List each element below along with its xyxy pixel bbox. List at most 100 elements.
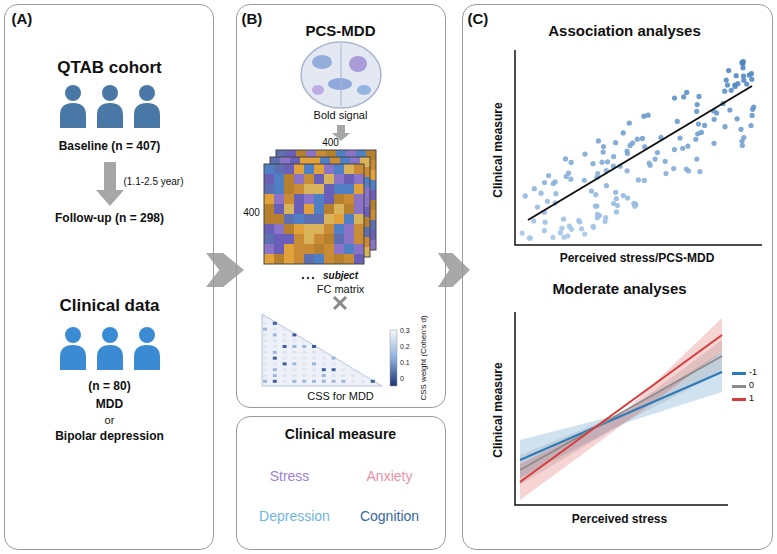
- moderation-line: [520, 372, 722, 460]
- person-icon: [134, 327, 160, 370]
- scatter-point: [677, 136, 682, 141]
- scatter-point: [653, 157, 658, 162]
- matrix-cell: [264, 164, 274, 174]
- scatter-point: [559, 226, 564, 231]
- matrix-cell: [324, 164, 334, 174]
- css-cell: [292, 374, 296, 377]
- css-cell: [263, 345, 267, 348]
- tick-label: 0.3: [400, 327, 410, 335]
- css-cell: [273, 357, 277, 360]
- flow-arrow: [206, 253, 244, 287]
- panel-heading: (C): [468, 10, 508, 27]
- matrix-cell: [294, 184, 304, 194]
- matrix-cell: [314, 194, 324, 204]
- label-text: Anxiety: [345, 468, 435, 484]
- scatter-point: [591, 225, 596, 230]
- scatter-point: [750, 113, 755, 118]
- matrix-cell: [314, 174, 324, 184]
- css-cell: [332, 374, 336, 377]
- scatter-point: [603, 219, 608, 224]
- css-cell: [283, 380, 287, 383]
- legend-text: -1: [749, 367, 757, 377]
- scatter-point: [531, 218, 536, 223]
- dot: [302, 277, 304, 279]
- css-cell: [292, 357, 296, 360]
- scatter-point: [611, 154, 616, 159]
- matrix-cell: [314, 184, 324, 194]
- brain-region: [328, 78, 352, 90]
- brain-region: [312, 85, 324, 95]
- scatter-point: [520, 231, 525, 236]
- css-cell: [322, 351, 326, 354]
- scatter-point: [532, 186, 537, 191]
- scatter-point: [684, 166, 689, 171]
- clinical-icons: [60, 327, 160, 370]
- matrix-cell: [274, 224, 284, 234]
- scatter-point: [727, 107, 732, 112]
- css-cell: [283, 357, 287, 360]
- matrix-cell: [344, 204, 354, 214]
- css-cell: [263, 351, 267, 354]
- css-cell: [312, 380, 316, 383]
- css-cell: [263, 380, 267, 383]
- css-cell: [341, 374, 345, 377]
- matrix-cell: [284, 164, 294, 174]
- panel-box: (C)Association analysesClinical measureP…: [462, 4, 773, 550]
- brain-midline: [341, 44, 342, 106]
- matrix-cell: [274, 234, 284, 244]
- matrix-cell: [314, 254, 324, 264]
- scatter-point: [693, 137, 698, 142]
- scatter-point: [535, 205, 540, 210]
- scatter-point: [635, 137, 640, 142]
- scatter-point: [604, 183, 609, 188]
- matrix-cell: [334, 174, 344, 184]
- panel-heading: (A): [12, 10, 52, 27]
- label-text: QTAB cohort: [30, 58, 190, 78]
- matrix-cell: [324, 184, 334, 194]
- label-text: Clinical data: [20, 296, 200, 316]
- scatter-point: [697, 169, 702, 174]
- matrix-cell: [334, 244, 344, 254]
- scatter-point: [558, 230, 563, 235]
- css-cell: [351, 380, 355, 383]
- scatter-point: [685, 144, 690, 149]
- matrix-cell: [354, 214, 364, 224]
- scatter-point: [569, 227, 574, 232]
- css-cell: [322, 357, 326, 360]
- matrix-cell: [334, 234, 344, 244]
- label-text: Clinical measure: [492, 340, 506, 480]
- css-cell: [341, 362, 345, 365]
- label-text: FC matrix: [279, 283, 403, 296]
- scatter-point: [712, 117, 717, 122]
- css-cell: [263, 328, 267, 331]
- scatter-point: [696, 94, 701, 99]
- matrix-cell: [304, 224, 314, 234]
- matrix-cell: [334, 224, 344, 234]
- matrix-cell: [274, 214, 284, 224]
- matrix-cell: [294, 224, 304, 234]
- scatter-point: [593, 192, 598, 197]
- css-cell: [292, 345, 296, 348]
- matrix-cell: [294, 234, 304, 244]
- multiply-symbol: [334, 297, 346, 309]
- label-text: Stress: [250, 468, 330, 484]
- scatter-point: [563, 156, 568, 161]
- scatter-point: [680, 146, 685, 151]
- scatter-point: [565, 233, 570, 238]
- scatter-point: [561, 217, 566, 222]
- matrix-cell: [334, 164, 344, 174]
- css-cell: [302, 351, 306, 354]
- css-cell: [322, 362, 326, 365]
- css-cell: [273, 333, 277, 336]
- moderation-line: [520, 356, 722, 470]
- css-cell: [302, 362, 306, 365]
- css-cell: [302, 374, 306, 377]
- matrix-cell: [314, 244, 324, 254]
- matrix-cell: [344, 254, 354, 264]
- css-cell: [312, 368, 316, 371]
- css-cell: [302, 345, 306, 348]
- matrix-cell: [324, 194, 334, 204]
- scatter-point: [722, 124, 727, 129]
- css-cell: [302, 357, 306, 360]
- css-triangle: [262, 314, 382, 386]
